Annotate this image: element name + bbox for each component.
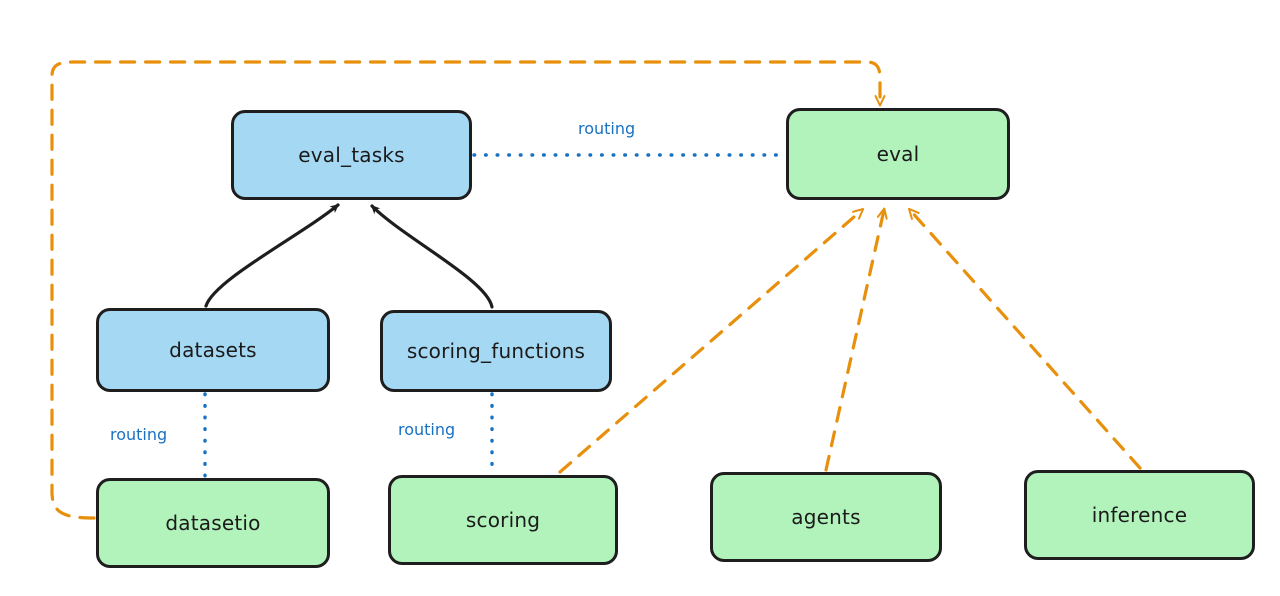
node-inference-label: inference — [1091, 503, 1188, 527]
node-datasetio-label: datasetio — [165, 511, 261, 535]
edge-agents-to-eval — [824, 207, 888, 472]
node-eval[interactable]: eval — [786, 108, 1010, 200]
edge-scoring-functions-to-eval-tasks — [370, 204, 494, 309]
edge-label-routing-scoring: routing — [398, 420, 456, 439]
node-scoring-functions[interactable]: scoring_functions — [380, 310, 612, 392]
edge-datasets-to-eval-tasks — [204, 203, 340, 308]
node-datasetio[interactable]: datasetio — [96, 478, 330, 568]
node-scoring-functions-label: scoring_functions — [406, 339, 586, 363]
edge-scoring-to-eval — [558, 208, 865, 474]
node-scoring[interactable]: scoring — [388, 475, 618, 565]
node-eval-tasks-label: eval_tasks — [298, 143, 405, 167]
edge-inference-to-eval — [908, 207, 1142, 470]
edge-datasetio-to-eval — [50, 60, 886, 520]
edge-label-routing-datasets: routing — [110, 425, 168, 444]
node-inference[interactable]: inference — [1024, 470, 1255, 560]
edge-label-routing-eval: routing — [578, 119, 636, 138]
node-eval-tasks[interactable]: eval_tasks — [231, 110, 472, 200]
node-scoring-label: scoring — [465, 508, 541, 532]
node-datasets-label: datasets — [169, 338, 257, 362]
node-datasets[interactable]: datasets — [96, 308, 330, 392]
node-agents-label: agents — [791, 505, 861, 529]
node-agents[interactable]: agents — [710, 472, 942, 562]
node-eval-label: eval — [876, 142, 920, 166]
